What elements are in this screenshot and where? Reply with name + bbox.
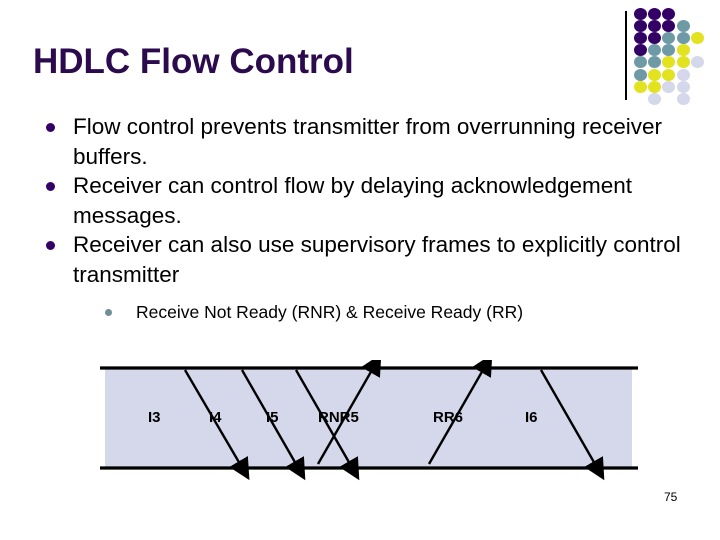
diagram-label-I4: I4 — [209, 409, 222, 426]
decorative-dot — [690, 56, 704, 69]
frame-arrow-I3 — [183, 369, 250, 481]
sub-bullet-text: Receive Not Ready (RNR) & Receive Ready … — [136, 302, 524, 322]
decorative-dot — [648, 32, 662, 45]
diagram-label-I6: I6 — [525, 409, 538, 426]
bullet-text: Receiver can also use supervisory frames… — [73, 232, 688, 287]
bullet-list: Flow control prevents transmitter from o… — [33, 112, 683, 323]
decorative-dot — [634, 20, 647, 33]
decorative-dot — [648, 92, 662, 105]
decorative-dot — [634, 32, 647, 45]
decorative-dot — [662, 20, 676, 33]
bullet-text: Flow control prevents transmitter from o… — [73, 114, 669, 169]
decorative-dot — [676, 32, 690, 45]
diagram-band — [105, 368, 632, 468]
decorative-dot — [634, 8, 647, 20]
bullet-item-3: Receiver can also use supervisory frames… — [33, 230, 683, 289]
decorative-dot — [676, 68, 690, 81]
frame-arrow-I4 — [240, 369, 306, 481]
header-divider-line — [625, 11, 627, 100]
decorative-dot — [648, 20, 662, 33]
bullet-item-2: Receiver can control flow by delaying ac… — [33, 171, 683, 230]
decorative-dot — [634, 44, 647, 57]
page-number: 75 — [664, 490, 678, 504]
decorative-dot — [634, 56, 647, 69]
decorative-dot — [648, 56, 662, 69]
decorative-dot — [662, 80, 676, 93]
frame-arrow-RR6 — [427, 360, 493, 465]
decorative-dot — [662, 44, 676, 57]
diagram-label-I3: I3 — [148, 409, 161, 426]
decorative-dot — [676, 20, 690, 33]
decorative-dot — [676, 92, 690, 105]
decorative-dot — [662, 8, 676, 20]
decorative-dot — [690, 32, 704, 45]
decorative-dot — [662, 56, 676, 69]
diagram-label-RR6: RR6 — [433, 409, 463, 426]
frame-arrow-I6 — [539, 369, 605, 481]
hdlc-sequence-diagram: I3 I4 I5 RNR5 RR6 I6 — [100, 360, 640, 485]
decorative-dot — [676, 56, 690, 69]
bullet-marker-icon — [46, 241, 55, 250]
decorative-dot — [634, 68, 647, 81]
decorative-dot — [648, 68, 662, 81]
bullet-text: Receiver can control flow by delaying ac… — [73, 173, 639, 228]
decorative-dot — [648, 8, 662, 20]
sub-bullet-item: Receive Not Ready (RNR) & Receive Ready … — [33, 301, 683, 323]
frame-arrow-RNR5 — [316, 360, 382, 465]
decorative-dot — [648, 80, 662, 93]
decorative-dot-grid — [634, 8, 720, 105]
diagram-label-RNR5: RNR5 — [318, 409, 359, 426]
bullet-marker-icon — [46, 182, 55, 191]
bullet-marker-icon — [46, 123, 55, 132]
page-title: HDLC Flow Control — [33, 42, 354, 81]
decorative-dot — [676, 44, 690, 57]
diagram-label-I5: I5 — [266, 409, 279, 426]
frame-arrow-I5 — [294, 369, 360, 481]
decorative-dot — [648, 44, 662, 57]
decorative-dot — [634, 80, 647, 93]
decorative-dot — [676, 80, 690, 93]
decorative-dot — [662, 68, 676, 81]
decorative-dot — [662, 32, 676, 45]
sub-bullet-marker-icon — [105, 309, 112, 316]
bullet-item-1: Flow control prevents transmitter from o… — [33, 112, 683, 171]
